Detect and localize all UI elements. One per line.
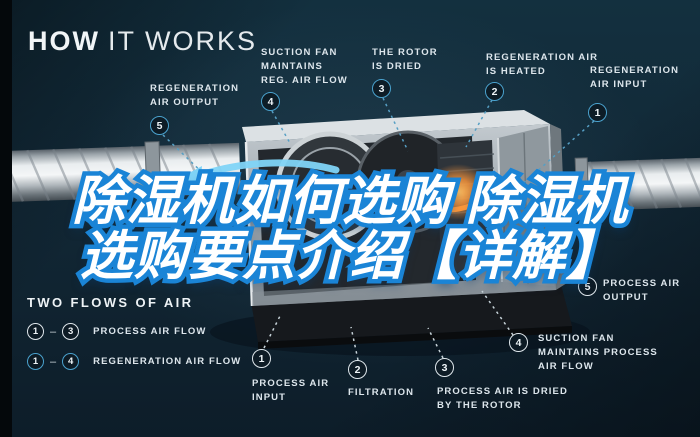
callout-line: REG. AIR FLOW xyxy=(261,75,348,86)
marker-number: 1 xyxy=(32,356,39,367)
callout-regeneration-air-output: REGENERATION AIR OUTPUT xyxy=(150,82,239,110)
callout-line: REGENERATION AIR xyxy=(486,52,599,63)
callout-line: IS DRIED xyxy=(372,61,422,72)
callout-line: FILTRATION xyxy=(348,387,415,398)
marker-number: 3 xyxy=(441,361,448,374)
page-title-light: IT WORKS xyxy=(107,26,257,56)
marker-process-1: 1 xyxy=(252,349,271,368)
callout-line: SUCTION FAN xyxy=(261,47,338,58)
callout-line: REGENERATION xyxy=(150,83,240,94)
callout-line: PROCESS AIR xyxy=(252,378,330,389)
callout-line: BY THE ROTOR xyxy=(437,400,522,411)
callout-line: PROCESS AIR IS DRIED xyxy=(437,386,568,397)
legend-two-flows: TWO FLOWS OF AIR 1 – 3 PROCESS AIR FLOW … xyxy=(27,295,241,382)
headline-outline: 选购要点介绍【详解】 xyxy=(76,225,624,289)
marker-number: 4 xyxy=(515,336,522,349)
callout-line: THE ROTOR xyxy=(372,47,438,58)
headline-outline: 除湿机如何选购 除湿机 xyxy=(68,170,632,234)
marker-number: 3 xyxy=(67,326,74,337)
callout-regeneration-air-heated: REGENERATION AIR IS HEATED xyxy=(486,51,598,79)
legend-circle-end: 4 xyxy=(62,353,80,370)
headline-line-1: 除湿机如何选购 除湿机 除湿机如何选购 除湿机 xyxy=(0,170,700,234)
machine-base-lip xyxy=(258,326,572,349)
callout-suction-fan-reg: SUCTION FAN MAINTAINS REG. AIR FLOW xyxy=(261,46,348,88)
marker-regen-4: 4 xyxy=(261,92,280,111)
legend-row-process: 1 – 3 PROCESS AIR FLOW xyxy=(27,322,241,341)
marker-process-4: 4 xyxy=(509,333,528,352)
callout-suction-fan-process: SUCTION FAN MAINTAINS PROCESS AIR FLOW xyxy=(538,332,658,374)
headline-overlay: 除湿机如何选购 除湿机 除湿机如何选购 除湿机 选购要点介绍【详解】 选购要点介… xyxy=(0,170,700,289)
callout-line: AIR INPUT xyxy=(590,79,648,90)
headline-line-2: 选购要点介绍【详解】 选购要点介绍【详解】 xyxy=(0,225,700,289)
page-title-bold: HOW xyxy=(28,26,100,56)
callout-line: REGENERATION xyxy=(590,65,680,76)
callout-line: AIR FLOW xyxy=(538,361,594,372)
callout-process-air-output: PROCESS AIR OUTPUT xyxy=(603,277,680,305)
marker-number: 1 xyxy=(258,352,265,365)
callout-line: INPUT xyxy=(252,392,286,403)
marker-number: 1 xyxy=(32,326,39,337)
marker-number: 5 xyxy=(156,119,163,132)
callout-line: MAINTAINS xyxy=(261,61,323,72)
marker-number: 3 xyxy=(378,82,385,95)
legend-circle-end: 3 xyxy=(62,323,80,340)
legend-label-process: PROCESS AIR FLOW xyxy=(93,326,207,337)
callout-process-air-dried: PROCESS AIR IS DRIED BY THE ROTOR xyxy=(437,385,568,413)
leader-lines xyxy=(162,97,595,361)
marker-number: 5 xyxy=(584,280,591,293)
callout-filtration: FILTRATION xyxy=(348,386,414,400)
callout-line: PROCESS AIR xyxy=(603,278,681,289)
marker-regen-5: 5 xyxy=(150,116,169,135)
legend-dash: – xyxy=(50,355,57,368)
marker-number: 1 xyxy=(594,106,601,119)
legend-title: TWO FLOWS OF AIR xyxy=(27,295,194,310)
callout-line: AIR OUTPUT xyxy=(150,97,220,108)
left-black-bar xyxy=(0,0,12,437)
marker-regen-1: 1 xyxy=(588,103,607,122)
legend-circle-start: 1 xyxy=(27,323,44,340)
marker-process-3: 3 xyxy=(435,358,454,377)
callout-line: OUTPUT xyxy=(603,292,649,303)
legend-dash: – xyxy=(50,325,57,338)
callout-process-air-input: PROCESS AIR INPUT xyxy=(252,377,329,405)
legend-row-regeneration: 1 – 4 REGENERATION AIR FLOW xyxy=(27,352,241,371)
callout-regeneration-air-input: REGENERATION AIR INPUT xyxy=(590,64,679,92)
marker-regen-3: 3 xyxy=(372,79,391,98)
legend-label-regeneration: REGENERATION AIR FLOW xyxy=(93,356,242,367)
marker-number: 2 xyxy=(354,363,361,376)
airflow-arrows xyxy=(176,159,599,213)
marker-process-5: 5 xyxy=(578,277,597,296)
callout-line: IS HEATED xyxy=(486,66,546,77)
marker-number: 4 xyxy=(267,95,274,108)
marker-process-2: 2 xyxy=(348,360,367,379)
legend-circle-start: 1 xyxy=(27,353,44,370)
callout-rotor-dried: THE ROTOR IS DRIED xyxy=(372,46,438,74)
marker-regen-2: 2 xyxy=(485,82,504,101)
headline-text: 除湿机如何选购 除湿机 xyxy=(72,172,628,231)
callout-line: MAINTAINS PROCESS xyxy=(538,347,658,358)
marker-number: 4 xyxy=(67,356,74,367)
marker-number: 2 xyxy=(491,85,498,98)
headline-text: 选购要点介绍【详解】 xyxy=(80,227,620,286)
callout-line: SUCTION FAN xyxy=(538,333,615,344)
